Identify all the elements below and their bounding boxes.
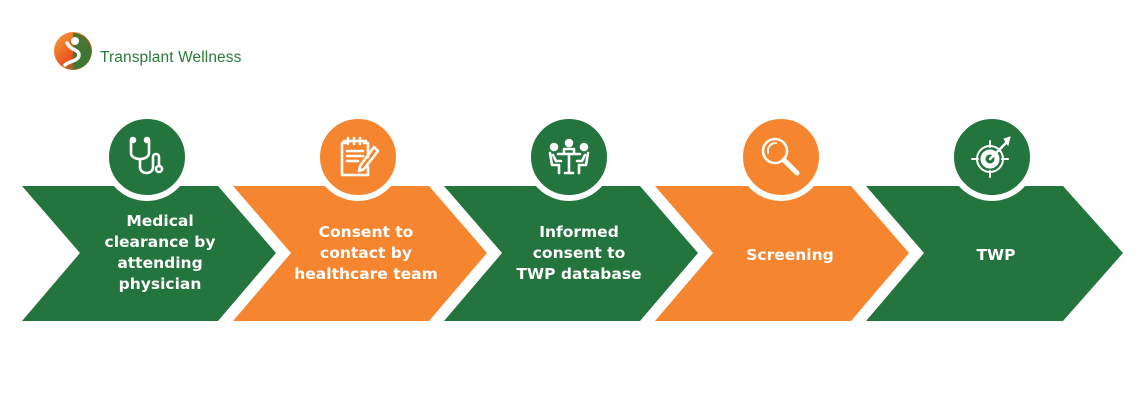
step-1-chevron xyxy=(22,186,276,321)
magnifier-icon xyxy=(761,137,800,176)
step-5-chevron xyxy=(866,186,1123,321)
notepad-pencil-icon xyxy=(340,136,380,177)
brand-logo: Transplant Wellness xyxy=(53,31,241,71)
target-arrow-icon xyxy=(971,136,1011,178)
step-4-icon-badge xyxy=(737,113,825,201)
step-1-label: Medical clearance by attending physician xyxy=(104,212,216,293)
step-4-chevron xyxy=(655,186,909,321)
meeting-table-icon xyxy=(548,138,590,175)
brand-name: Transplant Wellness xyxy=(100,49,242,66)
step-3-chevron xyxy=(444,186,698,321)
step-3-icon-badge xyxy=(525,113,613,201)
transplant-wellness-logo-icon xyxy=(54,32,92,70)
step-2-label: Consent to contact by healthcare team xyxy=(294,223,438,283)
step-2-chevron xyxy=(233,186,487,321)
step-5-icon-badge xyxy=(948,113,1036,201)
step-1-icon-badge xyxy=(103,113,191,201)
stethoscope-icon xyxy=(129,136,164,175)
step-2-icon-badge xyxy=(314,113,402,201)
step-4-label: Screening xyxy=(746,246,834,264)
step-5-label: TWP xyxy=(976,246,1016,264)
step-3-label: Informed consent to TWP database xyxy=(516,223,642,283)
